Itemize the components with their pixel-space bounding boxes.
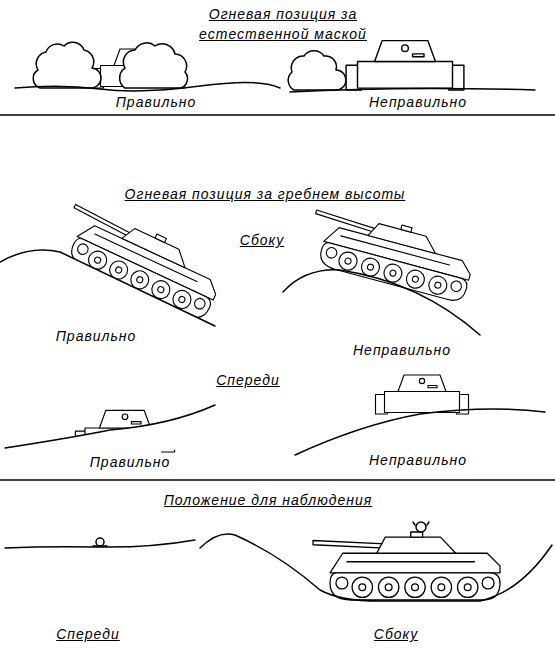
ground-line [295,409,545,455]
verdict-label: Неправильно [369,450,467,470]
ground-line [5,405,215,448]
view-label: Сбоку [374,624,418,644]
tank-beside-bush [288,41,535,92]
section-heading: Огневая позиция за гребнем высоты [125,184,406,204]
verdict-label: Правильно [90,452,171,472]
verdict-label: Неправильно [353,340,451,360]
ground-line [0,250,215,326]
divider-line [0,114,555,116]
tank-behind-crest-side [0,198,228,342]
verdict-label: Правильно [56,326,137,346]
divider-line [0,479,555,481]
tank-on-crest-side [283,203,480,335]
view-label: Сбоку [240,230,284,250]
tank-behind-bushes [15,42,280,91]
view-label: Спереди [216,370,280,390]
ground-line [290,88,535,92]
section-heading: Положение для наблюдения [164,490,373,510]
verdict-label: Правильно [116,92,197,112]
section-heading: Огневая позиция за естественной маской [183,4,383,44]
ground-line [283,270,480,335]
ground-line [200,534,552,601]
ground-line [15,82,280,90]
observer-front [5,538,195,548]
tank-on-crest-front [295,375,545,455]
view-label: Спереди [56,624,120,644]
observer-tank-side [200,522,552,601]
verdict-label: Неправильно [369,92,467,112]
